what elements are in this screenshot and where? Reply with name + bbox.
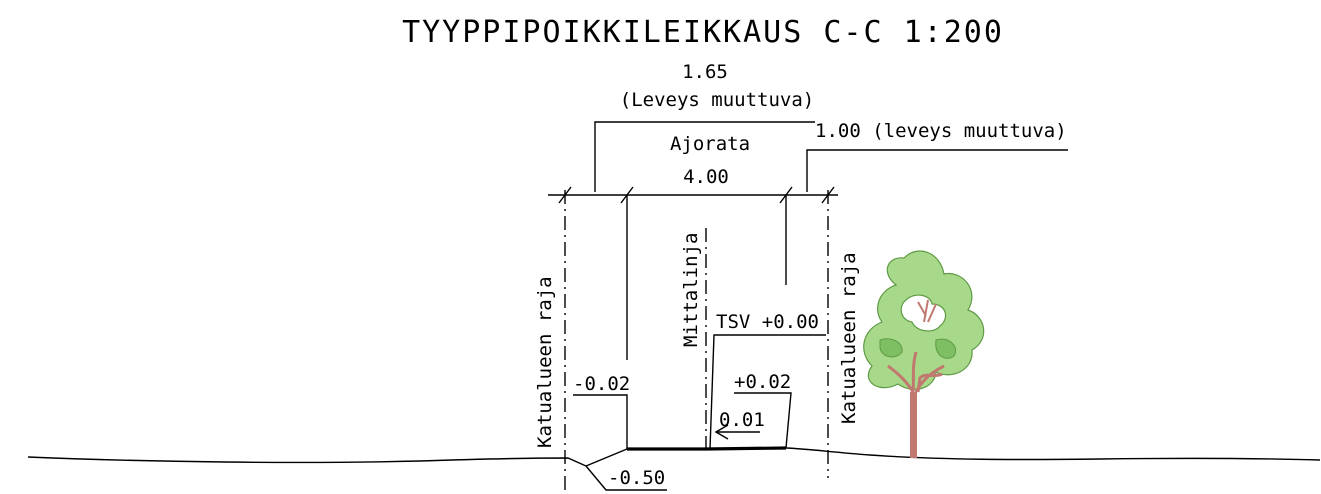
carriageway-width: 4.00 [683,166,729,188]
dimension-line [548,186,838,204]
carriageway-label: Ajorata [670,133,750,155]
right-width-label: 1.00 (leveys muuttuva) [815,120,1067,142]
left-edge-leader [573,394,628,449]
arrow-left-icon [714,424,760,440]
tsv-label: TSV +0.00 [716,311,819,333]
left-width-value: 1.65 [682,61,728,83]
left-edge-elevation: -0.02 [573,373,630,395]
ditch-elevation: -0.50 [608,467,665,489]
right-boundary-label: Katualueen raja [838,252,860,424]
tsv-leader [709,334,826,450]
slope-value: 0.01 [719,409,765,431]
tree-icon [863,250,985,458]
pavement-surface [627,446,787,451]
drawing-title: TYYPPIPOIKKILEIKKAUS C-C 1:200 [402,15,1004,50]
right-edge-leader [734,392,792,449]
left-boundary-label: Katualueen raja [534,276,556,448]
right-width-leader [806,149,1068,192]
survey-line-label: Mittalinja [680,233,702,347]
ditch-leader [585,465,667,491]
left-width-leader [594,121,815,192]
ground-line [27,447,1321,467]
left-width-note: (Leveys muuttuva) [620,89,814,111]
right-edge-elevation: +0.02 [734,371,791,393]
